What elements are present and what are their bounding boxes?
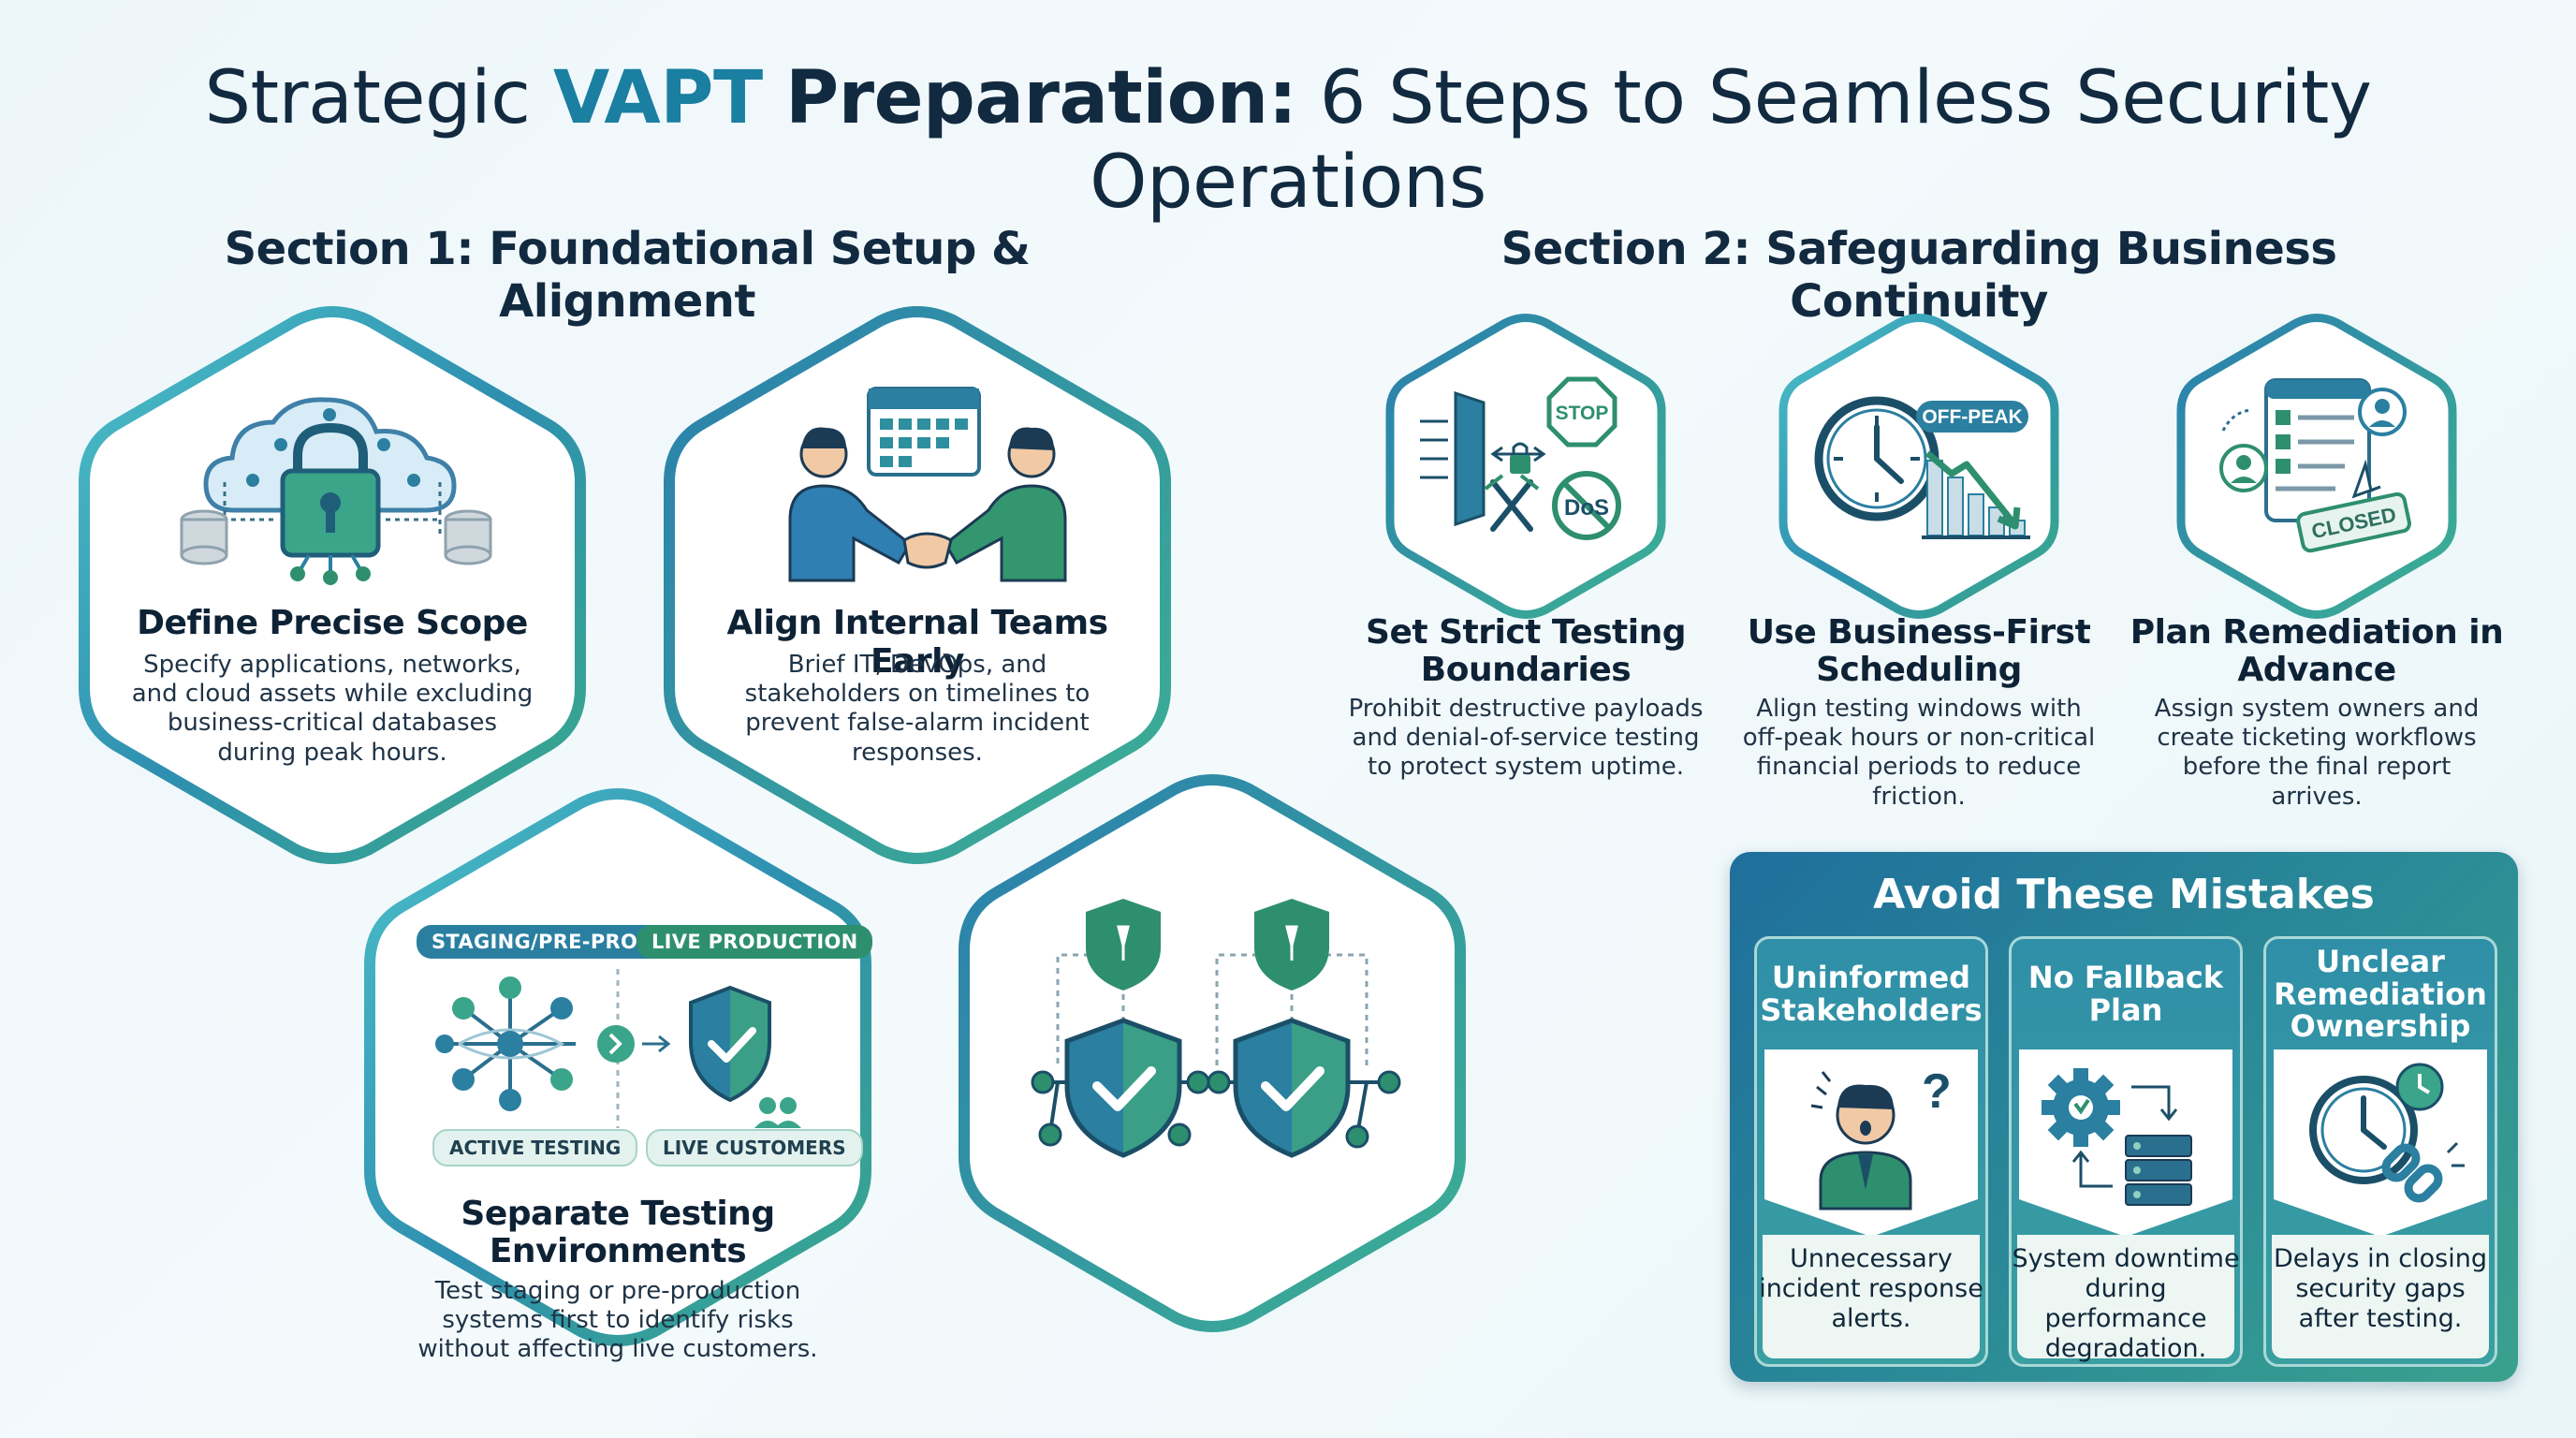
mistake-1-footer: [1763, 1235, 1980, 1358]
mistakes-title: Avoid These Mistakes: [1873, 871, 2375, 918]
step-3-title: Separate Testing Environments: [461, 1195, 775, 1270]
dos-label: DoS: [1564, 495, 1609, 521]
step-1-title: Define Precise Scope: [137, 604, 528, 642]
title-highlight: VAPT: [552, 56, 763, 140]
off-peak-label: OFF-PEAK: [1922, 406, 2022, 428]
step-5-desc: Align testing windows with off-peak hour…: [1742, 695, 2096, 811]
step-2-desc: Brief IT, DevOps, and stakeholders on ti…: [744, 651, 1090, 767]
step-4-desc: Prohibit destructive payloads and denial…: [1348, 695, 1704, 782]
confused-person-icon: ?: [1764, 1049, 1978, 1237]
staging-label: STAGING/PRE-PROD: [417, 925, 669, 959]
mistake-2-desc: System downtime during performance degra…: [2012, 1244, 2240, 1363]
title-part1: Strategic: [204, 56, 531, 140]
mistake-card-1: Uninformed Stakeholders ? Unnecessary in…: [1754, 936, 1988, 1367]
ticket-checklist-icon: CLOSED: [2219, 378, 2411, 553]
stop-label: STOP: [1556, 403, 1609, 424]
svg-text:?: ?: [1922, 1064, 1952, 1119]
mistake-3-footer: [2272, 1235, 2489, 1358]
cloud-lock-icon: [180, 397, 492, 585]
step-1-desc: Specify applications, networks, and clou…: [131, 651, 534, 767]
step-3-desc: Test staging or pre-production systems f…: [417, 1277, 818, 1364]
step-6-title: Plan Remediation in Advance: [2130, 613, 2504, 690]
mistake-1-desc: Unnecessary incident response alerts.: [1759, 1244, 1983, 1333]
shield-network-icon: [1031, 899, 1401, 1158]
environments-icon: [435, 969, 801, 1128]
clock-broken-chain-icon: [2274, 1049, 2487, 1237]
mistake-3-desc: Delays in closing security gaps after te…: [2274, 1244, 2487, 1333]
mistake-1-title: Uninformed Stakeholders: [1760, 960, 1983, 1028]
section-1-heading: Section 1: Foundational Setup & Alignmen…: [224, 223, 1031, 328]
mistake-2-title: No Fallback Plan: [2027, 960, 2224, 1028]
step-6-desc: Assign system owners and create ticketin…: [2154, 695, 2480, 811]
boundaries-icon: STOP DoS: [1420, 376, 1621, 540]
live-customers-label: LIVE CUSTOMERS: [646, 1129, 863, 1167]
mistakes-panel: Avoid These Mistakes Uninformed Stakehol…: [1730, 852, 2518, 1382]
live-production-label: LIVE PRODUCTION: [637, 925, 873, 959]
title-part4: 6 Steps to Seamless Security Operations: [1090, 56, 2372, 225]
title-part3: Preparation:: [784, 56, 1297, 140]
active-testing-label: ACTIVE TESTING: [432, 1129, 638, 1167]
mistake-card-2: No Fallback Plan System downtime during …: [2009, 936, 2243, 1367]
gear-server-icon: [2019, 1049, 2232, 1237]
mistake-card-3: Unclear Remediation Ownership Delays in …: [2263, 936, 2497, 1367]
handshake-icon: [788, 387, 1067, 582]
step-4-title: Set Strict Testing Boundaries: [1366, 613, 1686, 690]
step-1-hexagon: [79, 306, 586, 864]
clock-chart-icon: OFF-PEAK: [1814, 396, 2030, 539]
section-2-heading: Section 2: Safeguarding Business Continu…: [1500, 223, 2337, 328]
step-5-title: Use Business-First Scheduling: [1747, 613, 2091, 690]
mistake-3-title: Unclear Remediation Ownership: [2274, 944, 2487, 1045]
page-title: Strategic VAPT Preparation: 6 Steps to S…: [0, 56, 2576, 225]
step-2-title: Align Internal Teams Early: [726, 604, 1108, 681]
mistake-2-footer: [2017, 1235, 2234, 1358]
